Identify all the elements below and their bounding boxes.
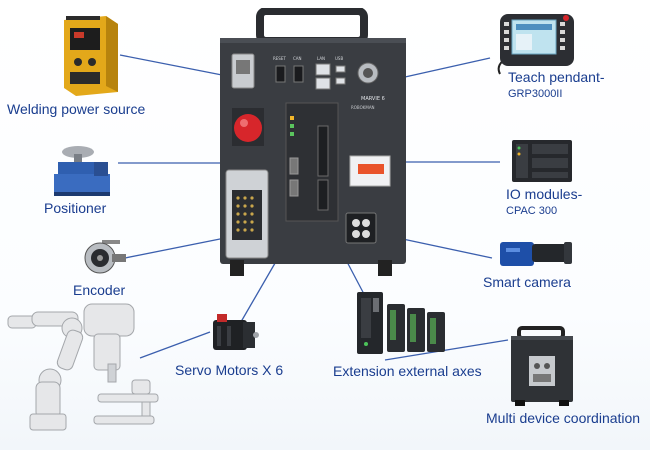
line-encoder: [124, 237, 226, 259]
label-encoder: Encoder: [73, 282, 126, 298]
estop-button: [234, 114, 262, 142]
multi-device-image: [511, 326, 573, 406]
io-modules-image: [512, 140, 572, 182]
label-extension-axes: Extension external axes: [333, 363, 482, 379]
cabinet-foot-left: [230, 260, 244, 276]
welding-power-source-image: [64, 16, 118, 96]
port-lan-2: [315, 77, 331, 90]
sub-label-teach-pendant: GRP3000II: [508, 88, 563, 100]
smart-camera-image: [500, 242, 572, 266]
line-teach-pendant: [404, 57, 491, 78]
label-positioner: Positioner: [44, 200, 107, 216]
teach-pendant-image: [497, 14, 574, 75]
line-servo: [237, 257, 279, 328]
model-label: MARVIE 6: [361, 96, 385, 102]
carry-handle: [256, 8, 368, 45]
encoder-image: [84, 240, 126, 274]
label-welding-power-source: Welding power source: [7, 101, 146, 117]
port-label-lan: LAN: [317, 56, 325, 61]
port-label-reset: RESET: [273, 56, 286, 61]
port-usb-1: [335, 65, 346, 73]
port-can: [293, 65, 304, 83]
line-extension: [344, 257, 366, 297]
aux-connector: [345, 212, 377, 244]
controller-cabinet: RESET CAN LAN USB MARVIE 6 ROBOKMAN: [220, 8, 406, 276]
extension-axes-image: [357, 292, 445, 354]
port-reset: [275, 65, 286, 83]
servo-motor-image: [213, 314, 259, 350]
line-robot: [139, 331, 211, 359]
port-lan-1: [315, 63, 331, 76]
line-multi: [384, 339, 509, 361]
line-camera: [397, 237, 493, 259]
brand-label: ROBOKMAN: [351, 105, 375, 110]
port-label-can: CAN: [293, 56, 302, 61]
port-usb-2: [335, 77, 346, 85]
port-label-usb: USB: [335, 56, 343, 61]
line-welding: [119, 54, 223, 76]
label-multi-device: Multi device coordination: [486, 410, 641, 426]
label-smart-camera: Smart camera: [483, 274, 571, 290]
positioner-image: [54, 146, 110, 196]
label-teach-pendant: Teach pendant-: [508, 69, 605, 85]
cabinet-foot-right: [378, 260, 392, 276]
label-io-modules: IO modules-: [506, 186, 583, 202]
sub-label-io-modules: CPAC 300: [506, 205, 558, 217]
label-servo-motors: Servo Motors X 6: [175, 362, 284, 378]
robot-arms-image: [7, 303, 159, 431]
